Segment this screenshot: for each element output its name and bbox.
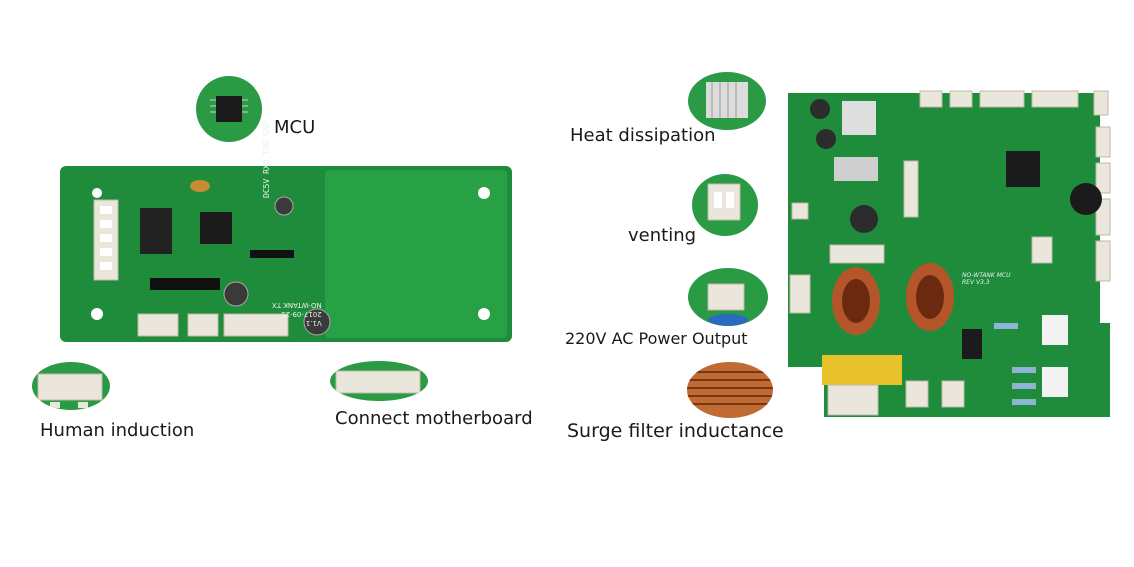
board-version: V1.1 — [305, 319, 322, 327]
label-connect-motherboard: Connect motherboard — [335, 408, 533, 429]
label-power-output: 220V AC Power Output — [565, 329, 748, 348]
pin-label: GND — [262, 120, 271, 136]
venting-thumbnail — [692, 174, 758, 236]
pin-label: RXD — [262, 159, 271, 174]
pin-label: TXD — [262, 140, 271, 155]
pin-label: DC5V — [262, 178, 271, 198]
board-model: NO-WTANK TX — [272, 301, 322, 309]
power-output-thumbnail — [688, 268, 768, 326]
main-board-rev: REV V3.3 — [962, 279, 990, 286]
main-board — [788, 90, 1111, 417]
connect-motherboard-thumbnail — [330, 361, 428, 401]
header-pin-labels: DC5V RXD TXD GND — [262, 121, 271, 198]
heat-dissipation-thumbnail — [688, 72, 766, 130]
label-heat-dissipation: Heat dissipation — [570, 125, 716, 146]
label-surge-filter: Surge filter inductance — [567, 420, 784, 442]
mcu-thumbnail — [196, 76, 262, 142]
board-silk-model: V1.1 2017-09-25 NO-WTANK TX — [272, 300, 322, 327]
sensor-board — [60, 166, 512, 342]
label-venting: venting — [628, 225, 697, 246]
main-board-model: NO-WTANK MCU — [962, 272, 1011, 279]
label-human-induction: Human induction — [40, 420, 195, 441]
human-induction-thumbnail — [32, 362, 110, 410]
surge-filter-thumbnail — [687, 362, 773, 418]
board-date: 2017-09-25 — [281, 310, 322, 318]
main-board-silk: NO-WTANK MCU REV V3.3 — [962, 272, 1011, 286]
label-mcu: MCU — [274, 117, 316, 138]
